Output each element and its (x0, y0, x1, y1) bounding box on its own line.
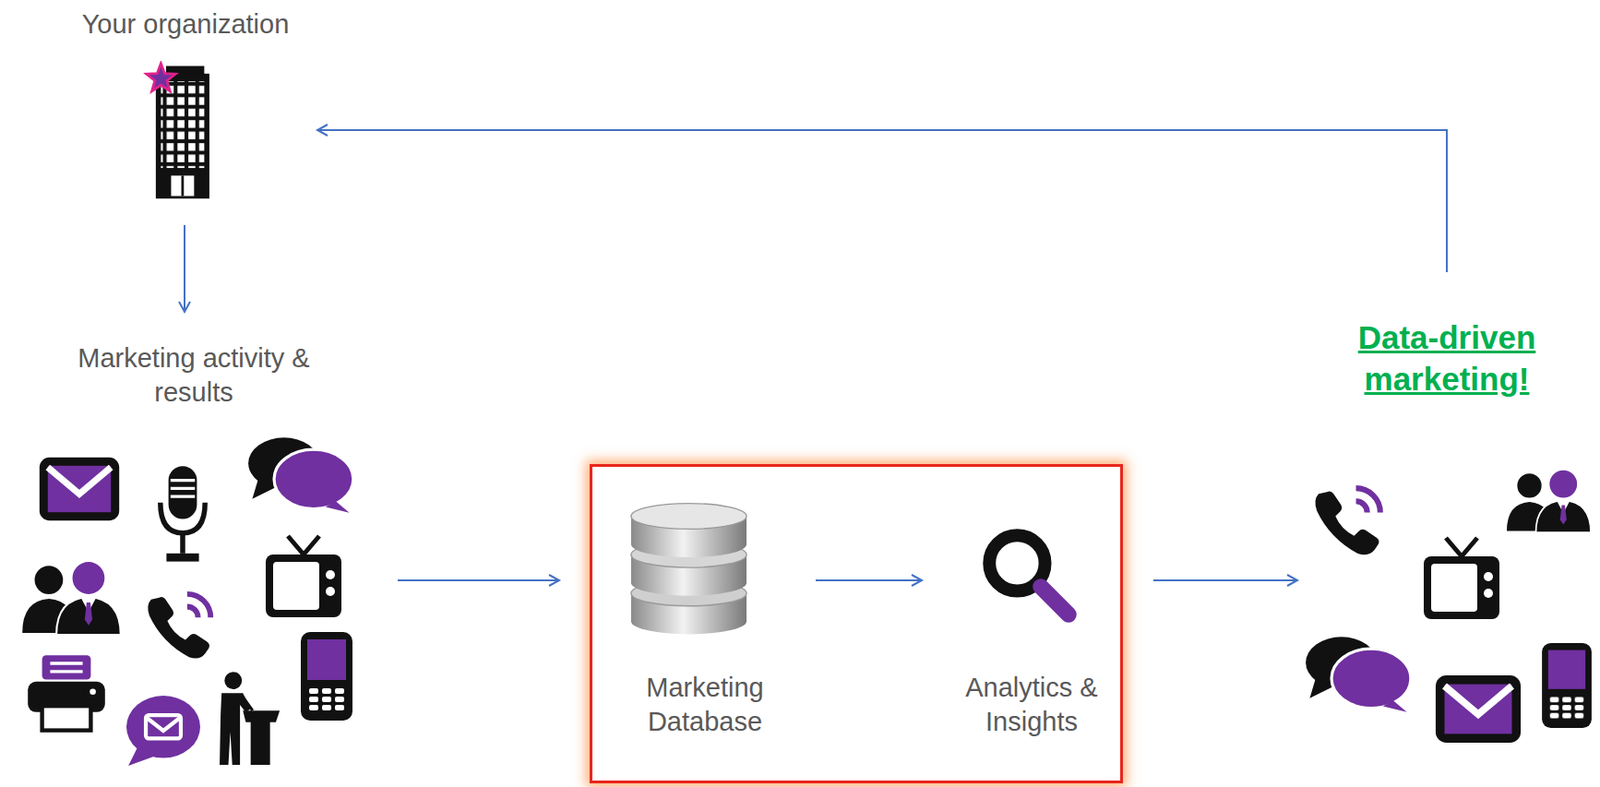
outcome-node: Data-driven marketing! (1301, 313, 1593, 748)
phone-icon (1314, 488, 1380, 555)
chat-mail-icon (126, 695, 201, 766)
speaker-icon (219, 671, 280, 765)
flow-arrow (1153, 579, 1298, 582)
node-label: Your organization (82, 7, 290, 42)
people-icon (1506, 470, 1591, 533)
analytics-group: Marketing Database Analytics & Insights (589, 464, 1123, 784)
phone-icon (147, 594, 211, 659)
analytics-node: Analytics & Insights (951, 519, 1112, 743)
organization-node: Your organization (60, 3, 311, 205)
printer-icon (27, 655, 106, 730)
tv-icon (265, 536, 342, 618)
building-icon (146, 63, 210, 199)
microphone-icon (160, 465, 205, 562)
chat-icon (1305, 636, 1411, 713)
node-label: Analytics & Insights (956, 670, 1107, 740)
email-icon (39, 457, 120, 521)
flow-arrow (397, 579, 560, 582)
flow-arrow (317, 130, 1447, 273)
flow-arrow (183, 225, 186, 312)
magnifier-icon (989, 535, 1069, 615)
email-icon (1435, 675, 1521, 743)
node-label: Marketing Database (631, 670, 779, 740)
database-icon (631, 503, 747, 635)
tv-icon (1423, 537, 1500, 620)
node-label: Data-driven marketing! (1336, 317, 1558, 401)
people-icon (22, 561, 121, 635)
activity-node: Marketing activity & results (13, 337, 374, 772)
flow-arrow (815, 579, 922, 582)
chat-icon (248, 437, 354, 514)
database-node: Marketing Database (620, 499, 789, 743)
mobile-icon (300, 632, 353, 721)
mobile-icon (1541, 643, 1592, 729)
node-label: Marketing activity & results (59, 341, 328, 410)
